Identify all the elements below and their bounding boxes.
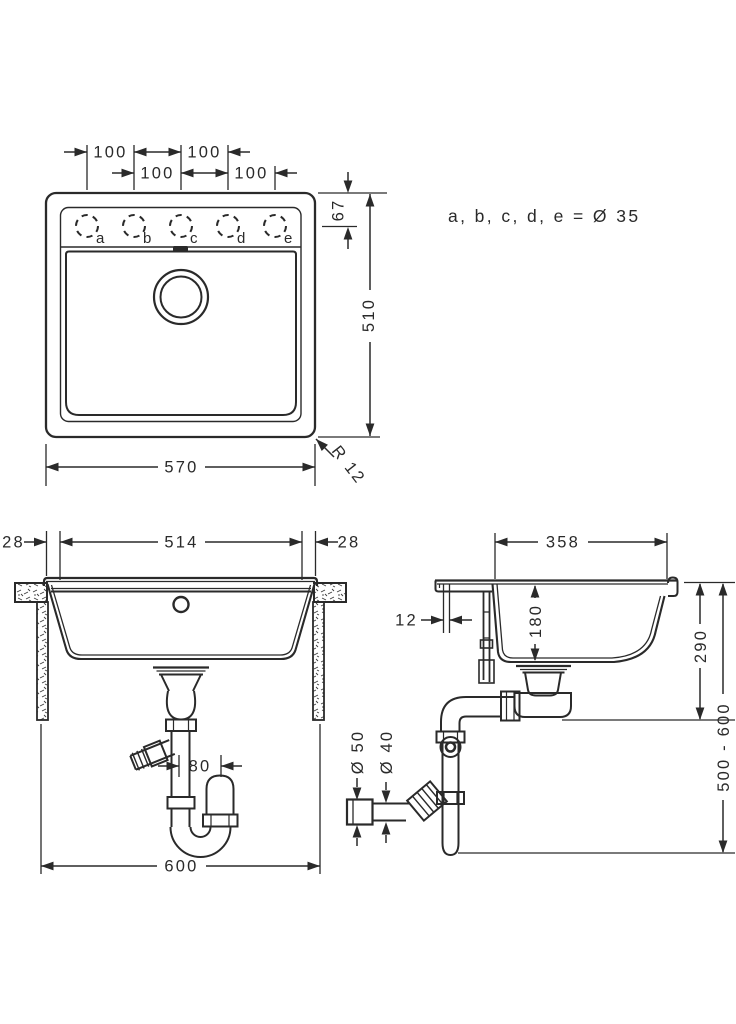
- dishwasher-spigot: [129, 739, 176, 771]
- tap-hole-c: [169, 214, 193, 238]
- dim-inner-depth: 358: [546, 534, 580, 552]
- dim-plan-width: 570: [164, 459, 198, 477]
- dim-cabinet-width: 600: [164, 858, 198, 876]
- overflow-notch: [173, 246, 188, 252]
- dim-ledge-offset: 67: [330, 199, 348, 222]
- plan-view: 100 100 100 100 a b c d e 67 510 570 R 1…: [44, 144, 387, 488]
- dim-hole-spacing-bc: 100: [140, 165, 174, 183]
- side-arrowheads: [431, 537, 728, 853]
- tap-hole-b: [122, 214, 146, 238]
- dim-right-rim: 28: [338, 534, 361, 552]
- plan-extension-lines: [45, 145, 387, 486]
- sink-outer-edge: [44, 191, 317, 439]
- dim-bowl-depth: 180: [527, 604, 545, 638]
- dim-pipe-diameter: Ø 40: [378, 730, 396, 775]
- dim-install-height: 500 - 600: [715, 702, 733, 792]
- drain-inner-circle: [159, 275, 203, 319]
- dim-plan-height: 510: [360, 298, 378, 332]
- dim-hole-spacing-ab: 100: [93, 144, 127, 162]
- front-sink-body: [42, 576, 319, 661]
- side-sink-body: [434, 576, 679, 684]
- front-drain-trap: [129, 666, 239, 858]
- plan-dimension-lines: [46, 151, 371, 468]
- dim-hole-spacing-cd: 100: [187, 144, 221, 162]
- tap-hole-note: a, b, c, d, e = Ø 35: [448, 206, 640, 226]
- tap-hole-a: [75, 214, 99, 238]
- tap-hole-label-a: a: [96, 230, 105, 247]
- tap-hole-label-e: e: [284, 230, 293, 247]
- front-extension-lines: [40, 531, 321, 874]
- side-section-view: 358 12 180 290 500 - 600: [345, 533, 735, 857]
- tap-hole-d: [216, 214, 240, 238]
- countertop-section: [14, 582, 347, 721]
- dim-trap-offset: 80: [189, 758, 212, 776]
- drain-outer-circle: [152, 268, 210, 326]
- plan-arrowheads: [46, 147, 375, 472]
- dim-outlet-drop: 290: [692, 629, 710, 663]
- side-drain-piping: [345, 664, 572, 857]
- side-extension-lines: [442, 533, 735, 854]
- tap-hole-label-c: c: [190, 230, 199, 247]
- dim-inner-width: 514: [164, 534, 198, 552]
- sink-rim-inner-edge: [59, 206, 302, 423]
- bowl-edge: [65, 250, 297, 416]
- dim-left-rim: 28: [2, 534, 25, 552]
- overflow-hole: [172, 595, 190, 614]
- front-section-view: 28 514 28 80 600 Ø 50 Ø 40: [2, 531, 396, 876]
- tap-hole-label-b: b: [143, 230, 152, 247]
- tap-hole-label-d: d: [237, 230, 246, 247]
- dim-outlet-diameter: Ø 50: [349, 730, 367, 775]
- dim-corner-radius: R 12: [328, 442, 369, 487]
- dim-front-lip: 12: [395, 612, 418, 630]
- dim-hole-spacing-de: 100: [234, 165, 268, 183]
- tap-hole-e: [263, 214, 287, 238]
